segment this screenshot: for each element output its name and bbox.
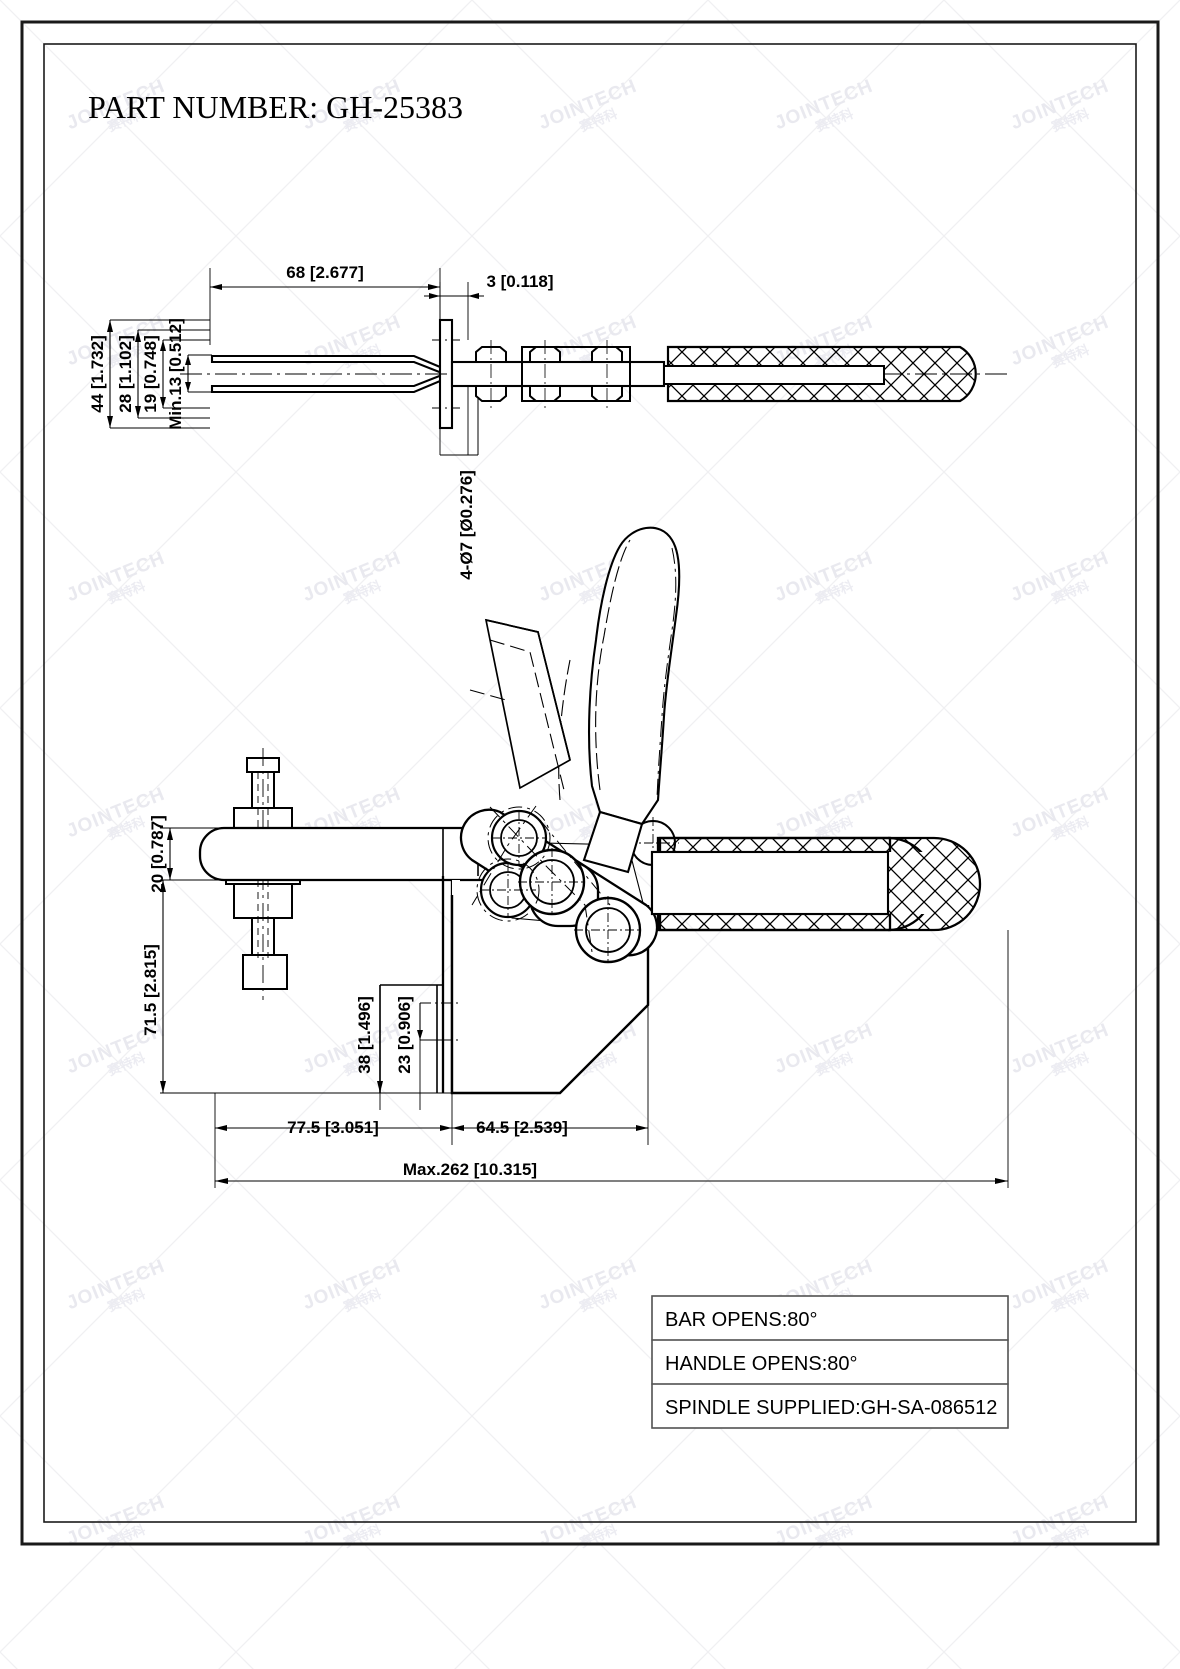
dim-64-5-label: 64.5 [2.539] [476, 1118, 568, 1137]
dim-28-group [135, 330, 141, 418]
dim-max262-label: Max.262 [10.315] [403, 1160, 537, 1179]
linkage-open-position-ghost [471, 805, 611, 953]
dim-64-5-group [452, 1125, 648, 1131]
dim-77-5-group [215, 1125, 452, 1131]
dim-hole-4x7-label: 4-Ø7 [Ø0.276] [457, 470, 476, 580]
dim-71-5-group [160, 880, 166, 1093]
dim-71-5-label: 71.5 [2.815] [141, 944, 160, 1036]
dim-28-label: 28 [1.102] [116, 335, 135, 413]
handle-grip [588, 526, 681, 826]
spec-row-spindle-supplied: SPINDLE SUPPLIED:GH-SA-086512 [651, 1383, 1009, 1429]
spec-row-handle-opens-label: HANDLE OPENS:80° [665, 1353, 858, 1375]
side-view-group: 20 [0.787] 71.5 [2.815] 38 [1.496] 23 [0… [141, 526, 1009, 1188]
inner-border [43, 43, 1137, 1523]
dim-68-group [210, 284, 440, 290]
handle-stem [582, 810, 644, 874]
top-view-handle [663, 345, 977, 403]
spec-row-spindle-supplied-label: SPINDLE SUPPLIED:GH-SA-086512 [665, 1397, 997, 1419]
specification-table: BAR OPENS:80° HANDLE OPENS:80° SPINDLE S… [651, 1295, 1009, 1429]
dim-19-label: 19 [0.748] [141, 335, 160, 413]
top-view-spindle-shaft [450, 360, 666, 388]
top-view-nut-group [475, 340, 631, 408]
spec-row-bar-opens-label: BAR OPENS:80° [665, 1309, 818, 1331]
dim-44-label: 44 [1.732] [88, 335, 107, 413]
dim-13-min-group [185, 355, 191, 392]
dim-38-label: 38 [1.496] [355, 996, 374, 1074]
toggle-linkage [459, 805, 679, 964]
top-view-group: 68 [2.677] 3 [0.118] 44 [1.732] 28 [1.10… [88, 263, 1010, 580]
page-title: PART NUMBER: GH-25383 [88, 89, 463, 125]
dim-13-min-label: Min.13 [0.512] [166, 318, 185, 430]
dim-3-group [424, 293, 484, 299]
dim-3-label: 3 [0.118] [486, 272, 553, 291]
dim-38-group [377, 985, 383, 1093]
handle-grip-centerline [656, 547, 677, 799]
dim-max262-group [215, 1178, 1008, 1184]
dim-23-group [417, 1003, 452, 1041]
flange-hole-centerlines [432, 339, 462, 409]
dim-44-group [107, 320, 113, 428]
nut-3 [591, 340, 623, 408]
nut-1 [475, 340, 507, 408]
dim-19-group [160, 340, 166, 408]
outer-border [20, 20, 1160, 1546]
dim-20-label: 20 [0.787] [148, 815, 167, 893]
dim-23-label: 23 [0.906] [395, 996, 414, 1074]
dim-20-group [167, 828, 173, 880]
side-view-handle [469, 526, 681, 874]
dim-68-label: 68 [2.677] [286, 263, 364, 282]
nut-2 [529, 340, 561, 408]
dim-77-5-label: 77.5 [3.051] [287, 1118, 379, 1137]
pivot-centermarks [480, 810, 679, 964]
side-view-clamp-bar [650, 836, 982, 932]
